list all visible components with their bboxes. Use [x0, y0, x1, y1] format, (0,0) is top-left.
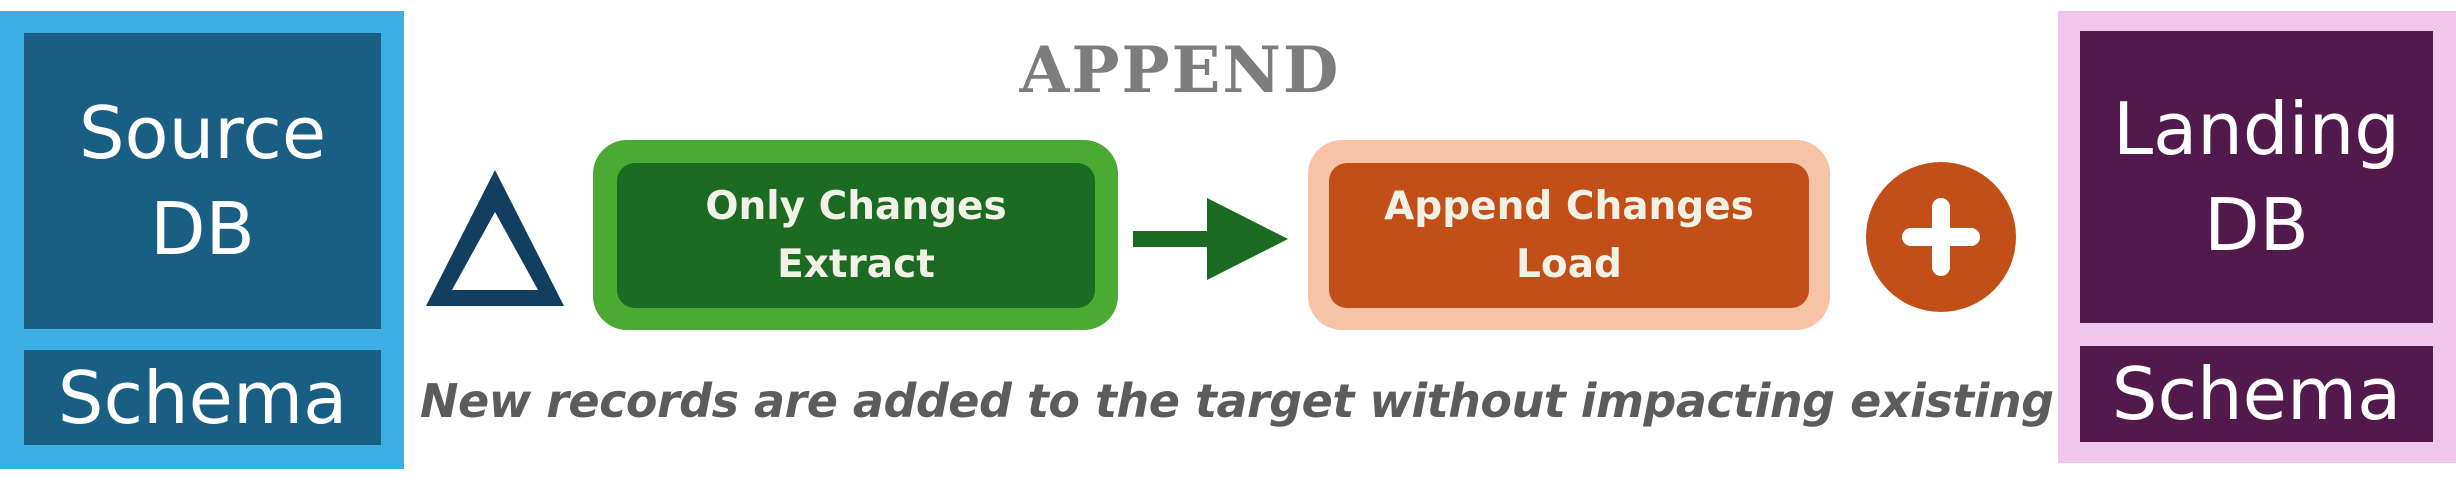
load-box-line2: Load — [1516, 241, 1622, 287]
source-db-title: Source DB — [78, 91, 327, 271]
extract-box-line2: Extract — [777, 241, 935, 287]
landing-db-box: Landing DB — [2080, 31, 2433, 323]
diagram-title: APPEND — [1019, 33, 1341, 108]
caption: New records are added to the target with… — [420, 374, 2054, 428]
extract-box: Only Changes Extract — [617, 163, 1095, 308]
landing-schema-label: Schema — [2111, 352, 2402, 436]
extract-box-line1: Only Changes — [705, 183, 1007, 229]
landing-db-title: Landing DB — [2113, 87, 2400, 267]
plus-icon — [1866, 162, 2016, 312]
load-box: Append Changes Load — [1329, 163, 1809, 308]
delta-icon — [426, 170, 564, 306]
landing-schema-box: Schema — [2080, 346, 2433, 442]
load-box-line1: Append Changes — [1384, 183, 1754, 229]
source-schema-box: Schema — [24, 350, 381, 445]
source-schema-label: Schema — [57, 355, 348, 440]
source-db-box: Source DB — [24, 33, 381, 329]
arrow-right-icon — [1133, 198, 1288, 280]
